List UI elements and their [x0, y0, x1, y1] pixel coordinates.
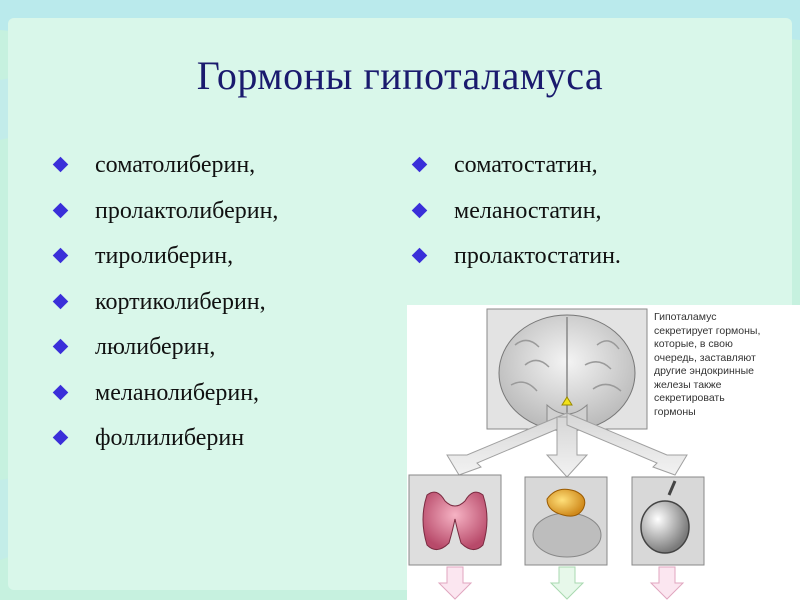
diamond-bullet-icon [411, 202, 428, 218]
list-item: фоллилиберин [52, 423, 278, 469]
arrow-down-icon [437, 566, 473, 600]
slide-title: Гормоны гипоталамуса [196, 53, 604, 98]
list-item: кортиколиберин, [52, 287, 278, 333]
statins-list: соматостатин, меланостатин, пролактостат… [411, 150, 621, 287]
arrow-right-icon [566, 412, 688, 476]
adrenal-icon [546, 488, 586, 517]
arrow-down-icon [549, 566, 585, 600]
diamond-bullet-icon [52, 202, 69, 218]
thyroid-icon [422, 491, 488, 550]
list-item: люлиберин, [52, 332, 278, 378]
list-item: соматолиберин, [52, 150, 278, 196]
diamond-bullet-icon [52, 338, 69, 355]
diamond-bullet-icon [52, 384, 69, 400]
hypothalamus-diagram [408, 308, 705, 600]
figure-caption: Гипоталамус секретирует гормоны, которые… [654, 311, 761, 418]
hypothalamus-illustration: Гипоталамус секретирует гормоны, которые… [407, 305, 800, 600]
list-item: меланостатин, [411, 196, 621, 242]
diamond-bullet-icon [52, 247, 69, 264]
diamond-bullet-icon [52, 156, 69, 173]
list-item: меланолиберин, [52, 378, 278, 424]
diamond-bullet-icon [411, 156, 428, 173]
list-item: соматостатин, [411, 150, 621, 196]
hypothalamus-marker-icon [561, 396, 573, 406]
list-item: пролактостатин. [411, 241, 621, 287]
diamond-bullet-icon [52, 429, 69, 446]
liberins-list: соматолиберин, пролактолиберин, тиролибе… [52, 150, 278, 469]
arrow-down-icon [649, 566, 685, 600]
arrow-left-icon [446, 412, 568, 476]
diamond-bullet-icon [411, 247, 428, 264]
gonad-icon [640, 500, 690, 554]
diamond-bullet-icon [52, 293, 69, 309]
list-item: пролактолиберин, [52, 196, 278, 242]
list-item: тиролиберин, [52, 241, 278, 287]
